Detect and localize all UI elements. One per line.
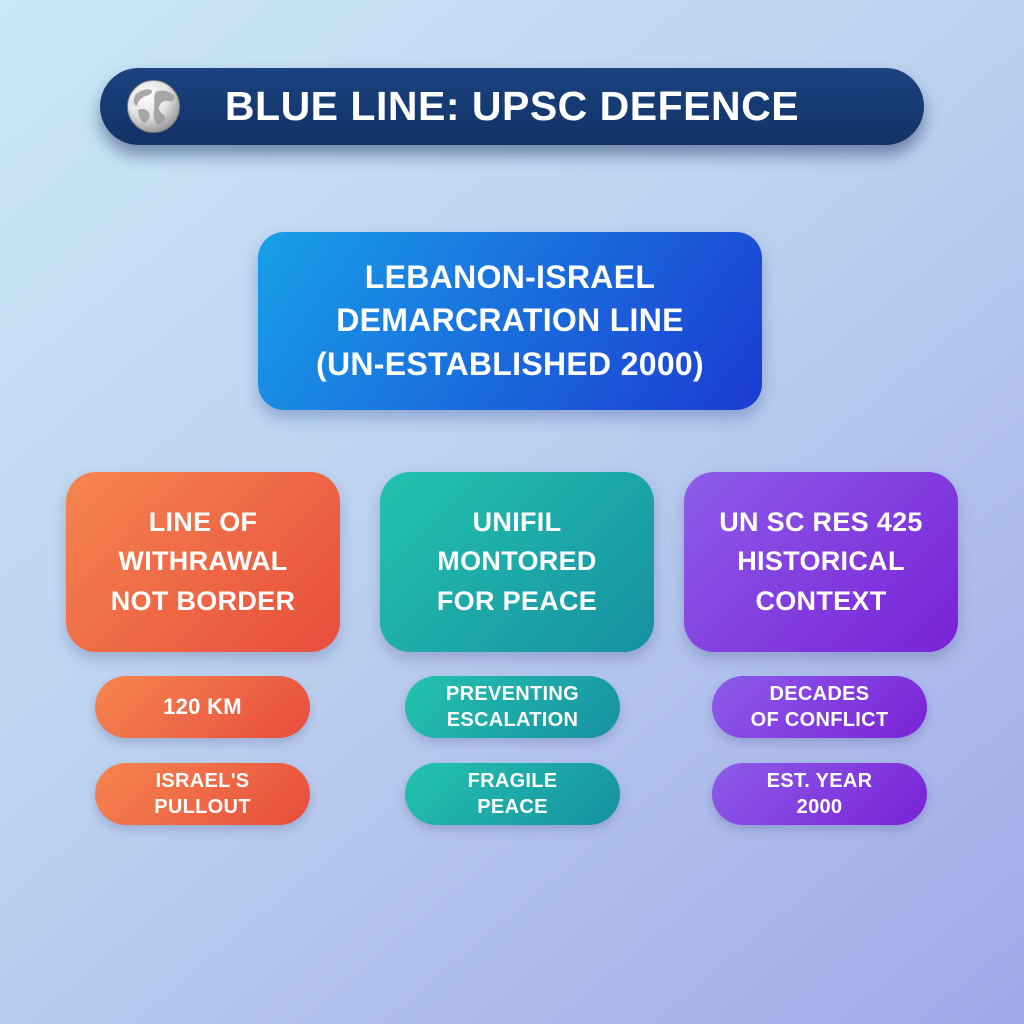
header-bar: BLUE LINE: UPSC DEFENCE bbox=[100, 68, 924, 145]
category-card-line-of-withdrawal: LINE OF WITHRAWAL NOT BORDER bbox=[66, 472, 340, 652]
pill-preventing-escalation: PREVENTING ESCALATION bbox=[405, 676, 620, 738]
pill-label: FRAGILE PEACE bbox=[467, 770, 558, 818]
pill-label: PREVENTING ESCALATION bbox=[445, 683, 580, 731]
pill-fragile-peace: FRAGILE PEACE bbox=[405, 763, 620, 825]
main-topic-card: LEBANON-ISRAEL DEMARCRATION LINE (UN-EST… bbox=[258, 232, 762, 410]
pill-120-km: 120 KM bbox=[95, 676, 310, 738]
page-title: BLUE LINE: UPSC DEFENCE bbox=[224, 83, 800, 129]
globe-icon bbox=[126, 79, 181, 134]
category-card-un-sc-res-425: UN SC RES 425 HISTORICAL CONTEXT bbox=[684, 472, 958, 652]
category-card-unifil: UNIFIL MONTORED FOR PEACE bbox=[380, 472, 654, 652]
pill-label: ISRAEL'S PULLOUT bbox=[154, 770, 251, 818]
pill-label: 120 KM bbox=[163, 693, 242, 719]
pill-decades-of-conflict: DECADES OF CONFLICT bbox=[712, 676, 927, 738]
pill-est-year-2000: EST. YEAR 2000 bbox=[712, 763, 927, 825]
category-title: UNIFIL MONTORED FOR PEACE bbox=[436, 507, 598, 616]
main-topic-text: LEBANON-ISRAEL DEMARCRATION LINE (UN-EST… bbox=[316, 258, 704, 382]
pill-label: EST. YEAR 2000 bbox=[766, 770, 873, 818]
pill-label: DECADES OF CONFLICT bbox=[750, 683, 889, 731]
category-title: LINE OF WITHRAWAL NOT BORDER bbox=[110, 507, 296, 616]
pill-israels-pullout: ISRAEL'S PULLOUT bbox=[95, 763, 310, 825]
category-title: UN SC RES 425 HISTORICAL CONTEXT bbox=[719, 507, 923, 616]
